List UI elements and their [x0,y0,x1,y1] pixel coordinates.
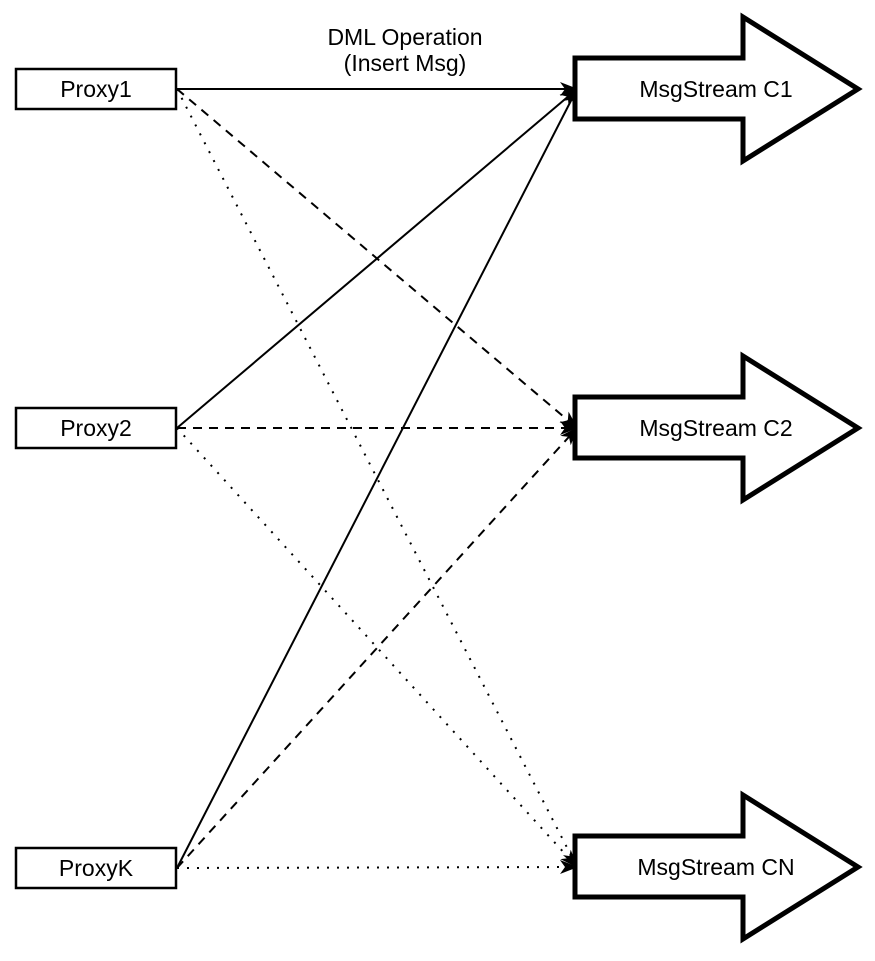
edge-proxyk-to-msgstream-c2 [176,427,578,869]
msgstream-c2-label: MsgStream C2 [639,415,792,441]
msgstream-cn-arrow [572,790,863,944]
msgstream-c1-arrow [572,12,863,166]
title-line2: (Insert Msg) [344,50,467,76]
edge-proxy2-to-msgstream-cn [176,427,578,868]
msgstream-node-c2: MsgStream C2 [572,351,863,505]
proxy-node-2: Proxy2 [14,406,178,450]
edge-proxyk-to-msgstream-c1 [176,88,578,869]
msgstream-cn-label: MsgStream CN [637,854,794,880]
proxyk-box [14,846,178,890]
proxy-node-k: ProxyK [14,846,178,890]
proxy2-label: Proxy2 [60,415,132,441]
proxy-node-1: Proxy1 [14,67,178,111]
proxy1-label: Proxy1 [60,76,132,102]
edges [176,82,578,875]
proxy1-box [14,67,178,111]
title-line1: DML Operation [327,24,482,50]
edge-proxy2-to-msgstream-c1 [176,88,578,429]
msgstream-node-c1: MsgStream C1 [572,12,863,166]
proxyk-label: ProxyK [59,855,134,881]
msgstream-c2-arrow [572,351,863,505]
edge-proxyk-to-msgstream-cn [176,860,578,875]
msgstream-node-cn: MsgStream CN [572,790,863,944]
msgstream-c1-label: MsgStream C1 [639,76,792,102]
title: DML Operation (Insert Msg) [327,24,482,76]
proxy2-box [14,406,178,450]
